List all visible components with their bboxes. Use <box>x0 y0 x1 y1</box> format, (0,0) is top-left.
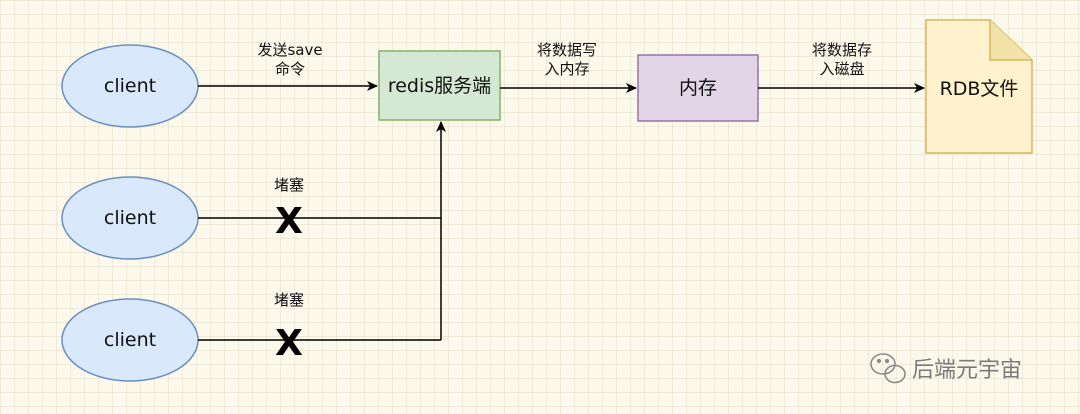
edge-write-disk: 将数据存 入磁盘 <box>758 41 925 93</box>
memory-node: 内存 <box>637 54 759 122</box>
watermark: 后端元宇宙 <box>870 353 1022 384</box>
memory-label: 内存 <box>679 77 717 99</box>
rdb-file-node: RDB文件 <box>925 19 1033 154</box>
edge-label-block-2: 堵塞 <box>274 291 304 309</box>
edge-label-write-mem-line1: 将数据写 <box>537 41 597 59</box>
edge-label-write-mem-line2: 入内存 <box>544 60 589 78</box>
wechat-icon <box>870 353 906 384</box>
edge-label-write-disk-line2: 入磁盘 <box>819 60 864 78</box>
edge-label-save-line1: 发送save <box>257 41 322 59</box>
blocked-x-icon-1: X <box>275 201 303 242</box>
client-label-3: client <box>104 329 156 351</box>
edge-save-command: 发送save 命令 <box>198 41 378 91</box>
edge-blocked-client-3: 堵塞 X <box>198 291 441 364</box>
edge-label-write-disk-line1: 将数据存 <box>812 41 872 59</box>
edge-blocked-client-2: 堵塞 X <box>198 176 441 242</box>
edge-label-save-line2: 命令 <box>275 60 305 78</box>
client-label-1: client <box>104 75 156 97</box>
client-node-3: client <box>61 298 199 382</box>
client-node-1: client <box>61 44 199 128</box>
client-node-2: client <box>61 176 199 260</box>
rdb-file-label: RDB文件 <box>940 78 1019 100</box>
blocked-x-icon-2: X <box>275 323 303 364</box>
watermark-text: 后端元宇宙 <box>912 358 1022 383</box>
edge-label-block-1: 堵塞 <box>274 176 304 194</box>
server-node: redis服务端 <box>378 50 501 121</box>
edge-write-memory: 将数据写 入内存 <box>500 41 637 93</box>
server-label: redis服务端 <box>388 75 491 97</box>
client-label-2: client <box>104 207 156 229</box>
